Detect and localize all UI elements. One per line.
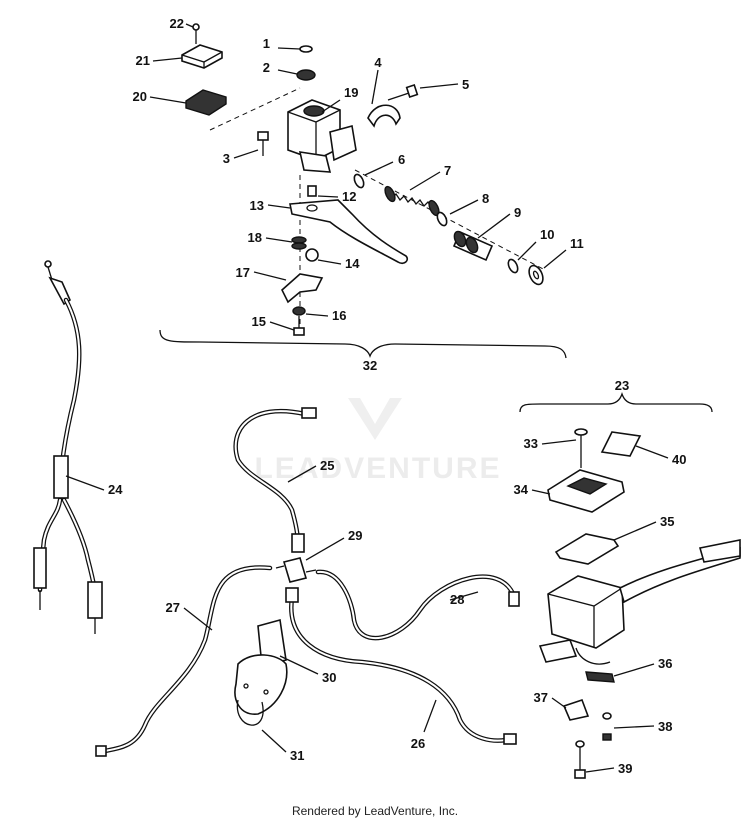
part-1-washer	[299, 45, 313, 53]
part-3-bolt	[257, 131, 269, 156]
part-18-spring	[291, 236, 307, 250]
part-2-cap	[296, 69, 316, 81]
brake-line-assembly	[95, 407, 520, 757]
callout-37: 37	[534, 690, 548, 705]
part-29-tee-fitting	[275, 557, 317, 583]
part-22-screw	[192, 23, 200, 44]
part-39-bolt	[574, 740, 586, 779]
callout-28: 28	[450, 592, 464, 607]
callout-6: 6	[398, 152, 405, 167]
callout-40: 40	[672, 452, 686, 467]
callout-9: 9	[514, 205, 521, 220]
callout-29: 29	[348, 528, 362, 543]
part-36-pad	[585, 671, 615, 683]
callout-31: 31	[290, 748, 304, 763]
callout-12: 12	[342, 189, 356, 204]
part-11-washer	[528, 264, 544, 286]
part-33-screw	[574, 428, 588, 468]
callout-39: 39	[618, 761, 632, 776]
callout-22: 22	[170, 16, 184, 31]
callout-19: 19	[344, 85, 358, 100]
callout-18: 18	[248, 230, 262, 245]
callout-21: 21	[136, 53, 150, 68]
part-15-bolt	[293, 316, 305, 336]
callout-7: 7	[444, 163, 451, 178]
handle-assembly	[519, 391, 741, 779]
callout-3: 3	[223, 151, 230, 166]
part-21-cover	[181, 44, 223, 69]
callout-34: 34	[514, 482, 529, 497]
part-20-diaphragm	[185, 89, 227, 116]
callout-16: 16	[332, 308, 346, 323]
master-cylinder-assembly	[159, 23, 567, 359]
watermark-text: LEADVENTURE	[254, 452, 501, 485]
callout-30: 30	[322, 670, 336, 685]
assembly-23-brace	[519, 391, 713, 413]
callout-32: 32	[363, 358, 377, 373]
callout-4: 4	[374, 55, 382, 70]
callout-27: 27	[166, 600, 180, 615]
part-7-spring	[384, 185, 440, 217]
part-38-screw	[602, 712, 612, 741]
part-12-pin	[307, 185, 317, 197]
callout-10: 10	[540, 227, 554, 242]
part-8-seal	[436, 211, 448, 227]
part-16-nut	[292, 306, 306, 316]
watermark: LEADVENTURE	[254, 398, 501, 485]
part-25-brake-line	[233, 407, 317, 553]
handle-body	[538, 539, 741, 665]
callout-2: 2	[263, 60, 270, 75]
part-34-cover	[547, 469, 625, 513]
part-4-clamp	[367, 104, 401, 128]
part-27-brake-line	[95, 565, 273, 757]
part-5-bolt	[387, 84, 419, 101]
part-19-cylinder-body	[287, 99, 357, 173]
callout-15: 15	[252, 314, 266, 329]
part-31-bracket	[234, 654, 288, 726]
part-14-nut	[305, 248, 319, 262]
part-35-gasket	[554, 533, 620, 565]
callout-36: 36	[658, 656, 672, 671]
part-10-ring	[507, 258, 519, 274]
part-37-pin	[562, 698, 590, 721]
callout-5: 5	[462, 77, 469, 92]
part-9-piston	[452, 230, 494, 262]
part-40-gasket	[600, 431, 642, 457]
callout-25: 25	[320, 458, 334, 473]
callout-20: 20	[133, 89, 147, 104]
callout-11: 11	[570, 236, 584, 251]
callout-17: 17	[236, 265, 250, 280]
callout-8: 8	[482, 191, 489, 206]
part-26-brake-line	[285, 587, 517, 745]
part-17-bracket	[281, 273, 324, 304]
callout-14: 14	[345, 256, 360, 271]
callout-26: 26	[411, 736, 425, 751]
assembly-32-brace	[159, 329, 567, 359]
callout-38: 38	[658, 719, 672, 734]
callout-1: 1	[263, 36, 270, 51]
callout-24: 24	[108, 482, 123, 497]
callout-23: 23	[615, 378, 629, 393]
leader-lines	[65, 23, 669, 773]
part-6-washer	[353, 173, 365, 189]
part-28-brake-line	[315, 569, 520, 641]
callout-33: 33	[524, 436, 538, 451]
footer-credit: Rendered by LeadVenture, Inc.	[292, 804, 458, 818]
callout-35: 35	[660, 514, 674, 529]
callout-13: 13	[250, 198, 264, 213]
part-24-cable-assembly	[33, 260, 103, 634]
part-13-lever	[289, 199, 409, 265]
